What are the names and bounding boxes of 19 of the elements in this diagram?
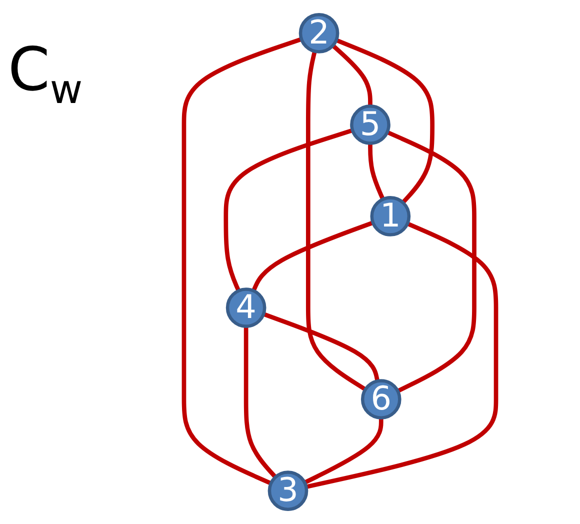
- node-circle: 6: [360, 379, 402, 420]
- connector: [182, 37, 302, 486]
- connector: [335, 38, 434, 204]
- connector: [262, 312, 380, 382]
- connector: [304, 418, 384, 485]
- connector: [368, 143, 385, 200]
- connector: [306, 50, 367, 392]
- connector: [244, 326, 278, 479]
- node-circle: 5: [350, 104, 390, 145]
- connector: [386, 130, 476, 394]
- connector: [224, 128, 354, 292]
- node-circle: 4: [226, 288, 266, 328]
- node-circle: 3: [268, 470, 308, 511]
- connector: [252, 220, 374, 292]
- node-circle: 2: [298, 13, 340, 54]
- connector: [306, 222, 498, 489]
- connector: [331, 44, 372, 106]
- diagram-title: C$_{w}$: [8, 40, 83, 110]
- node-circle: 1: [370, 196, 411, 236]
